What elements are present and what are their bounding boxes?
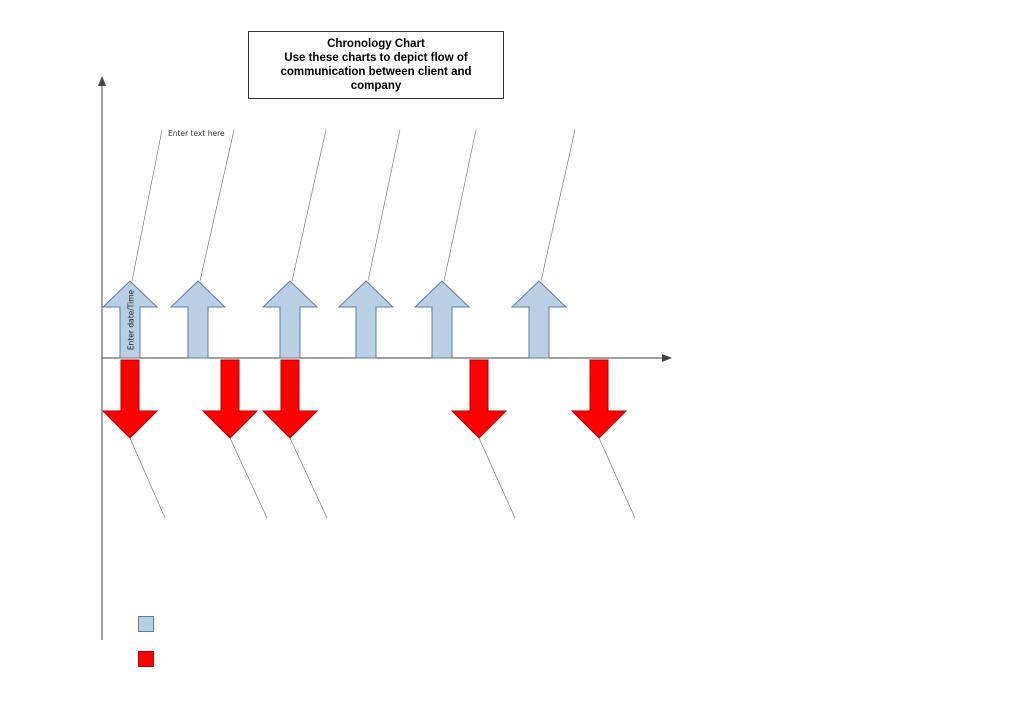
title-line-4: company [350, 80, 402, 92]
title-box: Chronology Chart Use these charts to dep… [248, 31, 504, 99]
company-arrow-3 [261, 359, 319, 439]
timeline-axis-arrowhead [662, 354, 672, 362]
company-callout-line-3 [289, 437, 328, 519]
company-arrows [101, 359, 628, 439]
client-callout-line-2 [199, 129, 235, 282]
enter-date-placeholder[interactable]: Enter date/Time [126, 289, 136, 351]
company-arrow-2 [201, 359, 259, 439]
title-line-1: Chronology Chart [327, 38, 425, 50]
client-arrow-1 [101, 280, 159, 359]
client-arrows [101, 280, 568, 359]
callout-lines [129, 129, 636, 519]
client-arrow-4 [337, 280, 395, 359]
axes [98, 76, 672, 640]
client-arrow-3 [261, 280, 319, 359]
client-arrow-6 [510, 280, 568, 359]
company-arrow-4 [450, 359, 508, 439]
title-line-2: Use these charts to depict flow of [284, 52, 468, 64]
company-callout-line-5 [598, 437, 636, 519]
company-callout-line-1 [129, 437, 166, 519]
title-line-3: communication between client and [280, 66, 472, 78]
client-callout-line-4 [367, 129, 401, 282]
client-arrow-5 [413, 280, 471, 359]
company-arrow-5 [570, 359, 628, 439]
company-callout-line-4 [478, 437, 516, 519]
enter-text-placeholder[interactable]: Enter text here [168, 129, 225, 138]
client-callout-line-3 [291, 129, 327, 282]
client-arrow-2 [169, 280, 227, 359]
company-callout-line-2 [229, 437, 268, 519]
client-callout-line-6 [540, 129, 576, 282]
client-callout-line-5 [443, 129, 477, 282]
legend-company-swatch [138, 651, 154, 667]
vertical-axis-arrowhead [98, 76, 106, 86]
company-arrow-1 [101, 359, 159, 439]
legend-client-swatch [138, 616, 154, 632]
client-callout-line-1 [131, 129, 163, 282]
